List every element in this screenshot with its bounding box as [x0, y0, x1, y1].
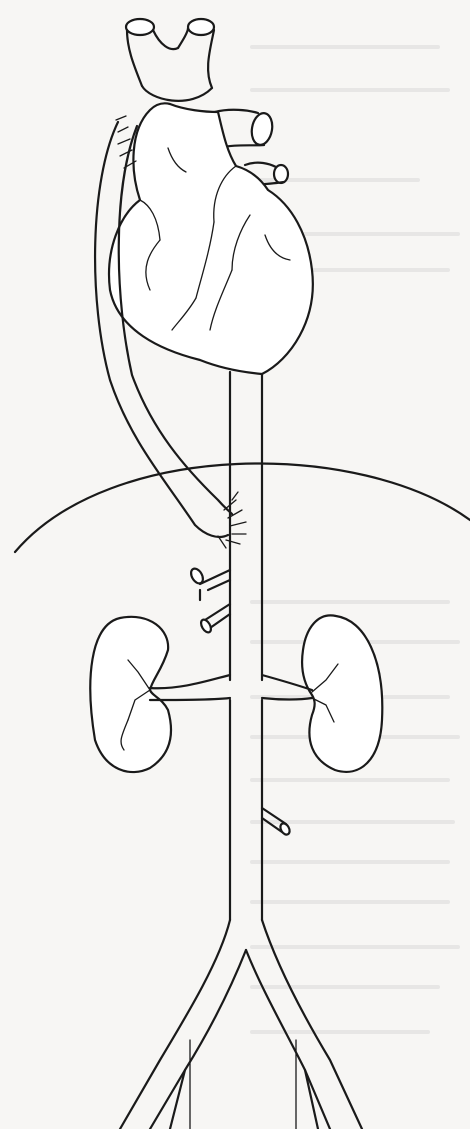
abdominal-aorta: [230, 700, 262, 920]
right-kidney: [262, 615, 382, 771]
diaphragm-line: [15, 463, 470, 552]
descending-aorta: [230, 372, 262, 680]
aortic-side-branches: [189, 567, 230, 634]
brachiocephalic-vessel-end: [126, 19, 154, 35]
inferior-mesenteric-branch: [262, 808, 291, 836]
left-kidney: [90, 617, 230, 772]
carotid-vessel-end: [188, 19, 214, 35]
aortic-arch-branches: [126, 19, 214, 101]
iliac-bifurcation: [120, 920, 362, 1129]
